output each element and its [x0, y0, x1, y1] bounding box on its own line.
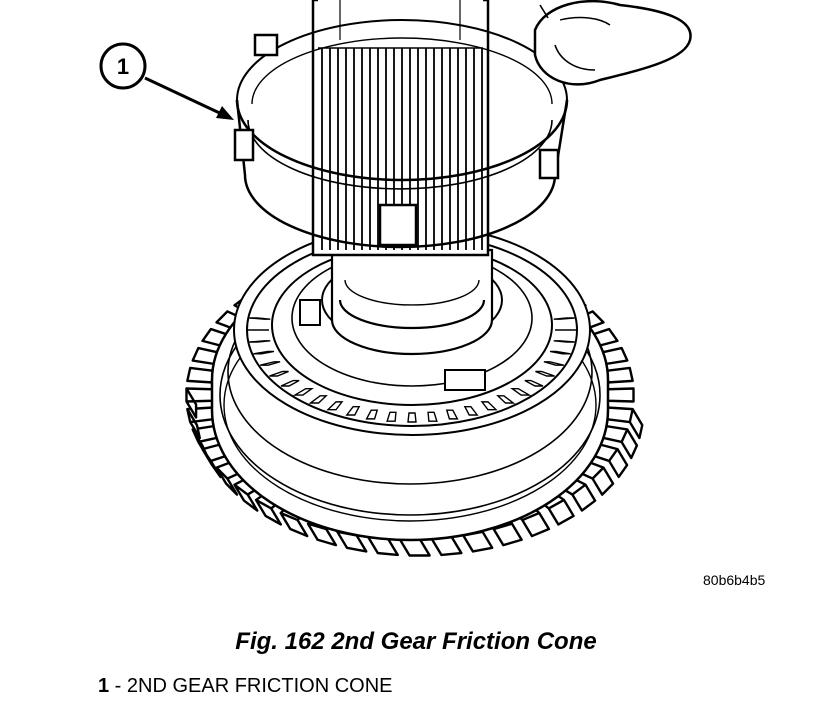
- synchro-tooth: [269, 370, 289, 377]
- synchro-tooth: [553, 317, 575, 320]
- legend-list: 1 - 2ND GEAR FRICTION CONE: [98, 675, 392, 698]
- shaft-hub: [330, 248, 494, 356]
- synchro-tooth: [463, 405, 479, 416]
- legend-item-number: 1: [98, 675, 110, 697]
- synchro-tooth: [365, 409, 379, 420]
- synchro-tooth: [326, 401, 344, 411]
- synchro-tooth: [496, 395, 516, 404]
- synchro-tooth: [345, 405, 361, 416]
- synchro-tooth: [524, 379, 544, 387]
- synchro-tooth: [260, 361, 281, 366]
- synchro-tooth: [549, 350, 571, 355]
- gear-tooth: [606, 387, 635, 403]
- synchro-tooth: [253, 350, 275, 355]
- synchro-tooth: [543, 361, 564, 366]
- synchro-tooth: [535, 370, 555, 377]
- synchro-tooth: [510, 387, 532, 396]
- figure-image-id: 80b6b4b5: [703, 572, 766, 588]
- synchro-tooth: [386, 411, 397, 422]
- figure-caption: Fig. 162 2nd Gear Friction Cone: [235, 628, 597, 655]
- synchro-tooth: [553, 340, 575, 343]
- synchro-tooth: [280, 379, 300, 387]
- callout-number: 1: [117, 54, 129, 79]
- synchro-tooth: [445, 409, 459, 420]
- synchro-tooth: [427, 411, 438, 422]
- synchro-tooth: [480, 401, 498, 411]
- synchro-tooth: [249, 317, 271, 320]
- callout-1: 1: [99, 42, 234, 120]
- friction-cone-ring: [233, 19, 569, 249]
- synchro-tooth: [292, 387, 314, 396]
- legend-item-text: 2ND GEAR FRICTION CONE: [126, 675, 393, 697]
- gear-friction-cone-illustration: 1: [99, 0, 692, 557]
- legend-item-separator: -: [109, 675, 127, 697]
- synchro-tooth: [308, 395, 328, 404]
- synchro-tooth: [407, 412, 417, 423]
- synchro-teeth: [248, 317, 576, 423]
- synchro-tooth: [249, 340, 271, 343]
- technician-fingers: [533, 0, 692, 86]
